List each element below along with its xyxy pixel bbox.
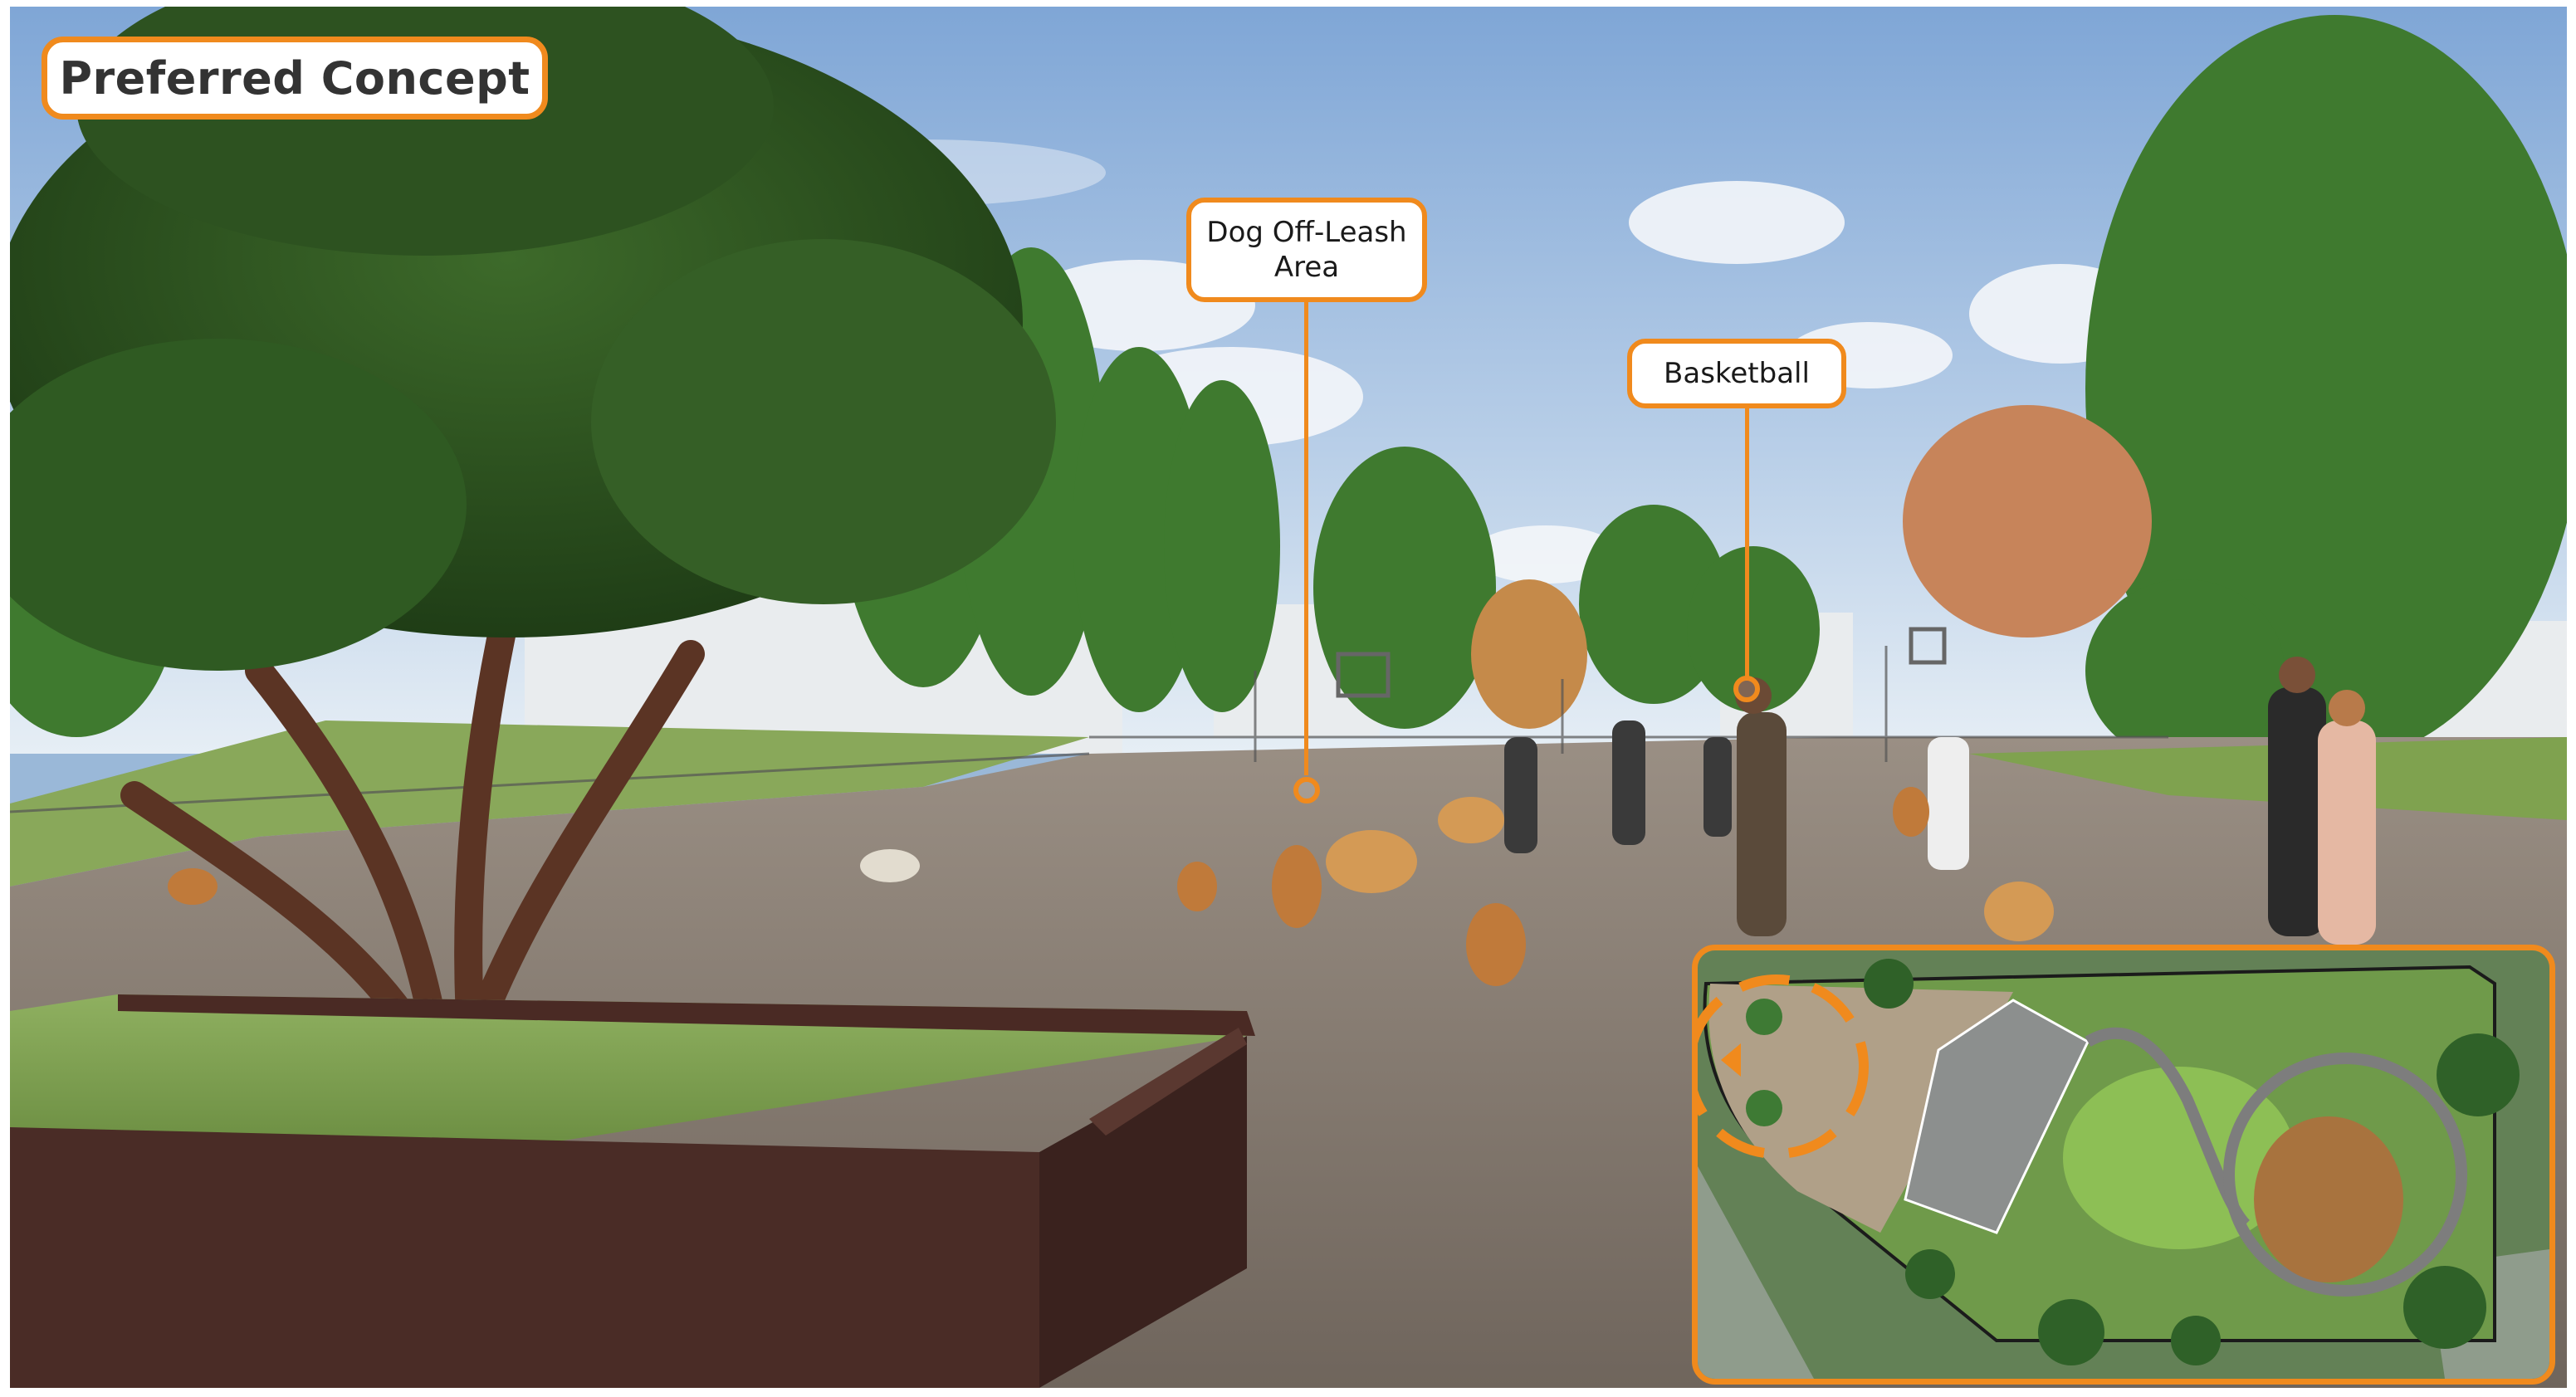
raised-planter: [10, 994, 1255, 1388]
basketball-marker: [1733, 676, 1760, 702]
basketball-court: [1904, 999, 2090, 1234]
foreground-tree: [10, 7, 1056, 1100]
autumn-tree: [1903, 405, 2152, 637]
dog-area-zone: [1708, 984, 2013, 1233]
playground: [2254, 1116, 2403, 1282]
site-plan-inset: [1692, 945, 2555, 1385]
title-badge: Preferred Concept: [42, 37, 548, 120]
viewpoint-arrow-icon: [1721, 1043, 1741, 1077]
basketball-leader-line: [1745, 408, 1749, 678]
lawn: [10, 720, 1089, 887]
autumn-tree: [1471, 579, 1587, 729]
dog-area-callout: Dog Off-Leash Area: [1186, 198, 1427, 302]
park-scene-illustration: [10, 7, 2567, 1388]
tree-canopies: [1864, 959, 2520, 1365]
park-rendering: Preferred Concept Dog Off-Leash Area Bas…: [10, 7, 2567, 1388]
dogs: [168, 787, 2054, 986]
basketball-callout: Basketball: [1627, 339, 1846, 408]
playground-loop: [2223, 1053, 2467, 1297]
dog-area-highlight-circle: [1698, 974, 1869, 1159]
dog-area-leader-line: [1304, 302, 1308, 775]
dog-area-marker: [1293, 777, 1320, 804]
dog-area-benches: [1746, 999, 1782, 1126]
basketball-hoops: [1336, 627, 1947, 698]
site-plan-map: [1698, 950, 2549, 1379]
